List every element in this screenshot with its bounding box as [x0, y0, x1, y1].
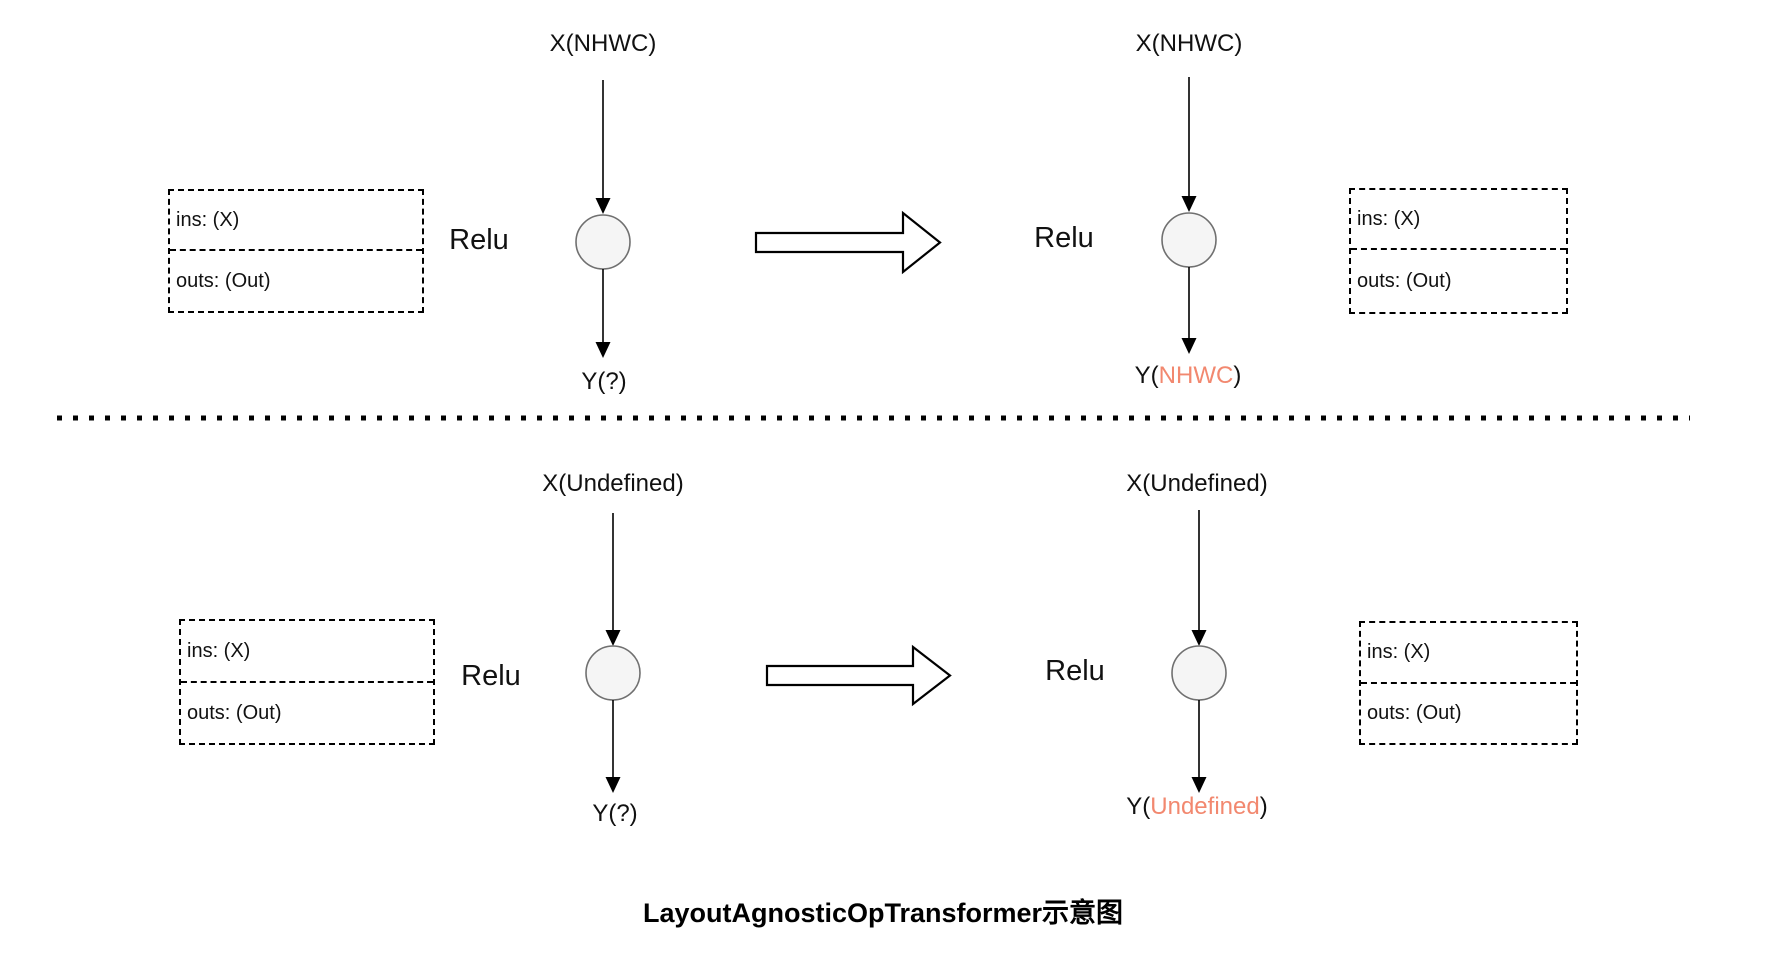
relu-node — [585, 645, 641, 701]
panel-ins-label: ins: (X) — [1367, 641, 1431, 663]
output-prefix: Y( — [592, 800, 617, 827]
op-name-label: Relu — [1034, 222, 1094, 254]
output-suffix: ) — [1259, 793, 1268, 820]
output-tensor-label: Y(Undefined) — [1057, 792, 1337, 822]
relu-node — [1171, 645, 1227, 701]
output-prefix: Y( — [581, 368, 606, 395]
arrowhead-icon — [1181, 338, 1197, 354]
output-layout-value: NHWC — [1158, 362, 1234, 389]
output-tensor-label: Y(?) — [464, 367, 744, 397]
op-signature-panel: ins: (X) outs: (Out) — [1349, 188, 1568, 314]
diagram-title: LayoutAgnosticOpTransformer示意图 — [642, 898, 1124, 928]
relu-node — [575, 214, 631, 270]
panel-outs-label: outs: (Out) — [1367, 702, 1462, 724]
arrowhead-icon — [1191, 777, 1207, 793]
arrowhead-icon — [605, 777, 621, 793]
output-prefix: Y( — [1126, 793, 1151, 820]
op-signature-panel: ins: (X) outs: (Out) — [179, 619, 435, 745]
transform-arrow-icon — [754, 210, 942, 275]
output-tensor-label: Y(NHWC) — [1048, 361, 1328, 391]
arrowhead-icon — [1191, 630, 1207, 646]
op-name-label: Relu — [449, 224, 509, 256]
output-tensor-label: Y(?) — [475, 799, 755, 829]
panel-ins-label: ins: (X) — [187, 639, 251, 662]
arrowhead-icon — [605, 630, 621, 646]
transform-arrow-icon — [765, 644, 952, 707]
op-signature-panel: ins: (X) outs: (Out) — [168, 189, 424, 313]
output-suffix: ) — [618, 368, 627, 395]
panel-outs-label: outs: (Out) — [187, 701, 282, 724]
arrowhead-icon — [595, 342, 611, 358]
relu-node — [1161, 212, 1217, 268]
panel-outs-label: outs: (Out) — [1357, 269, 1452, 292]
output-layout-value: ? — [616, 800, 630, 827]
output-suffix: ) — [1233, 362, 1242, 389]
arrowhead-icon — [595, 198, 611, 214]
panel-ins-label: ins: (X) — [1357, 207, 1421, 230]
op-name-label: Relu — [461, 660, 521, 692]
output-suffix: ) — [629, 800, 638, 827]
output-prefix: Y( — [1134, 362, 1159, 389]
input-tensor-label: X(Undefined) — [1126, 470, 1268, 497]
panel-ins-label: ins: (X) — [176, 208, 240, 231]
panel-outs-label: outs: (Out) — [176, 269, 271, 292]
op-signature-panel: ins: (X) outs: (Out) — [1359, 621, 1578, 745]
arrowhead-icon — [1181, 196, 1197, 212]
input-tensor-label: X(NHWC) — [1135, 30, 1243, 57]
output-layout-value: Undefined — [1150, 793, 1260, 820]
output-layout-value: ? — [605, 368, 619, 395]
op-name-label: Relu — [1045, 655, 1105, 687]
input-tensor-label: X(NHWC) — [549, 30, 657, 57]
input-tensor-label: X(Undefined) — [542, 470, 684, 497]
